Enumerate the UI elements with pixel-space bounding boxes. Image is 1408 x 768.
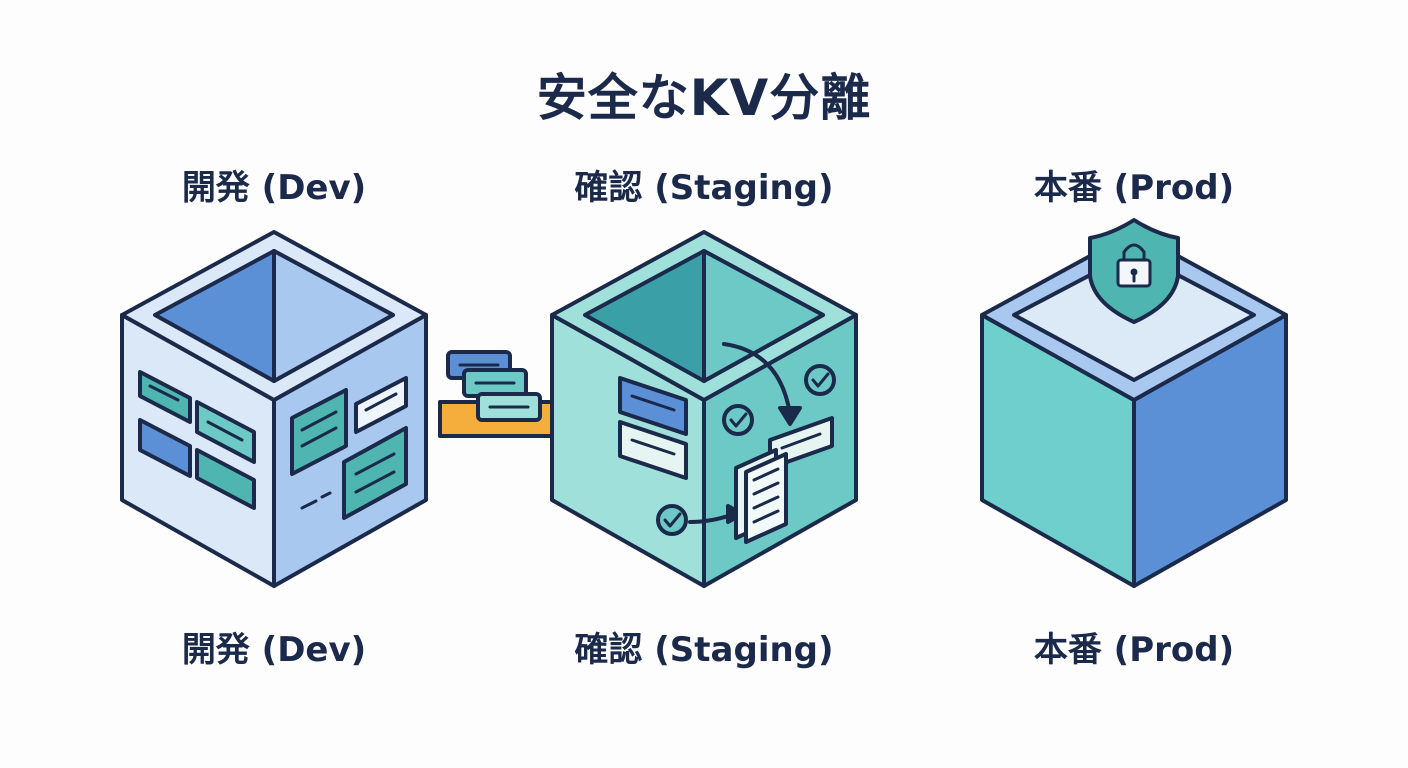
staging-box-icon [550, 230, 858, 588]
staging-label-bottom: 確認 (Staging) [574, 630, 834, 670]
diagram-title: 安全なKV分離 [536, 69, 872, 127]
prod-box-icon [980, 218, 1288, 588]
staging-label-top: 確認 (Staging) [574, 168, 834, 208]
prod-label-bottom: 本番 (Prod) [1033, 630, 1235, 670]
dev-box-icon [120, 230, 428, 588]
shield-lock-icon [1088, 218, 1180, 324]
dev-config-cards [138, 370, 408, 520]
staging-check-icons [656, 364, 836, 536]
dev-label-top: 開発 (Dev) [181, 168, 367, 208]
dev-label-bottom: 開発 (Dev) [181, 630, 367, 670]
prod-label-top: 本番 (Prod) [1033, 168, 1235, 208]
